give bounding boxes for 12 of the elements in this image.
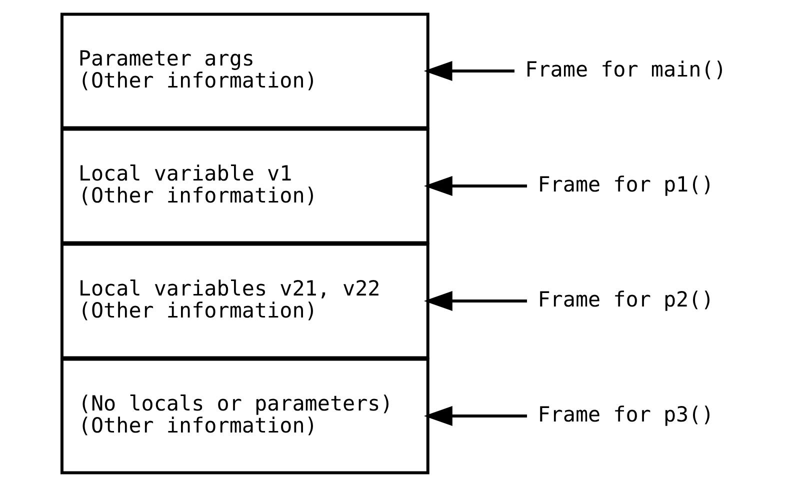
arrow — [423, 406, 526, 426]
node-box: Parameter args (Other information) — [60, 12, 429, 130]
arrow — [423, 291, 526, 311]
node-text: Frame for p3() — [537, 402, 714, 427]
node-text: Frame for main() — [524, 58, 726, 82]
arrow — [423, 176, 526, 196]
node-box: Local variable v1 (Other information) — [60, 128, 429, 244]
node-box: (No locals or parameters) (Other information) — [60, 358, 429, 474]
node-text: Frame for p1() — [537, 172, 714, 197]
node-box: Local variables v21, v22 (Other information) — [60, 242, 429, 360]
node-text: Frame for p2() — [537, 288, 714, 312]
arrow — [423, 61, 514, 81]
